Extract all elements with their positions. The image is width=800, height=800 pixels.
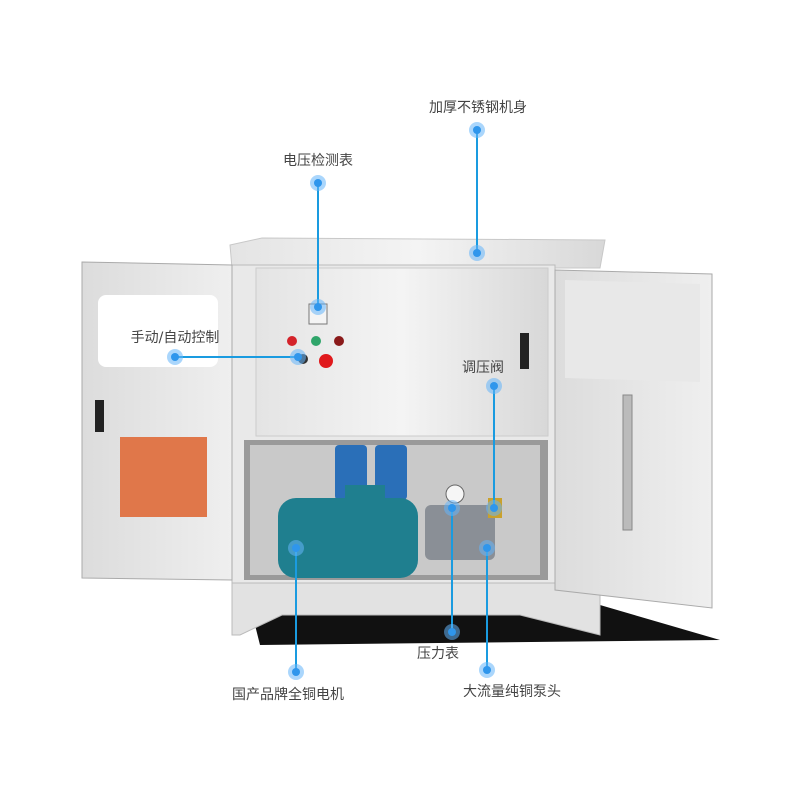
- callout-dot: [469, 122, 485, 138]
- cabinet-lid: [229, 237, 606, 269]
- callout-label-regulator: 调压阀: [462, 360, 504, 376]
- stop-button: [319, 354, 333, 368]
- callout-line: [317, 183, 319, 307]
- callout-dot: [288, 540, 304, 556]
- motor: [278, 498, 418, 578]
- pump-head: [425, 505, 495, 560]
- door-handle: [622, 394, 633, 531]
- side-switch: [520, 333, 529, 369]
- callout-line: [486, 548, 488, 670]
- callout-line: [476, 130, 478, 253]
- callout-dot: [167, 349, 183, 365]
- callout-line: [493, 386, 495, 508]
- nameplate: [120, 437, 207, 517]
- callout-dot: [310, 299, 326, 315]
- indicator-darkred: [334, 336, 344, 346]
- callout-line: [451, 508, 453, 632]
- door-latch: [95, 400, 104, 432]
- callout-line: [175, 356, 298, 358]
- callout-dot: [444, 500, 460, 516]
- callout-label-manual-auto: 手动/自动控制: [130, 330, 220, 346]
- indicator-red: [287, 336, 297, 346]
- callout-dot: [469, 245, 485, 261]
- door-window: [98, 295, 218, 367]
- callout-line: [295, 548, 297, 672]
- callout-dot: [288, 664, 304, 680]
- callout-label-body: 加厚不锈钢机身: [429, 100, 527, 116]
- callout-dot: [310, 175, 326, 191]
- callout-label-motor: 国产品牌全铜电机: [232, 687, 344, 703]
- callout-label-pressure-gauge: 压力表: [417, 646, 459, 662]
- indicator-green: [311, 336, 321, 346]
- callout-label-voltmeter: 电压检测表: [283, 153, 353, 169]
- callout-dot: [479, 662, 495, 678]
- callout-dot: [486, 378, 502, 394]
- callout-label-pump-head: 大流量纯铜泵头: [463, 684, 561, 700]
- callout-dot: [444, 624, 460, 640]
- callout-dot: [486, 500, 502, 516]
- callout-dot: [290, 349, 306, 365]
- callout-dot: [479, 540, 495, 556]
